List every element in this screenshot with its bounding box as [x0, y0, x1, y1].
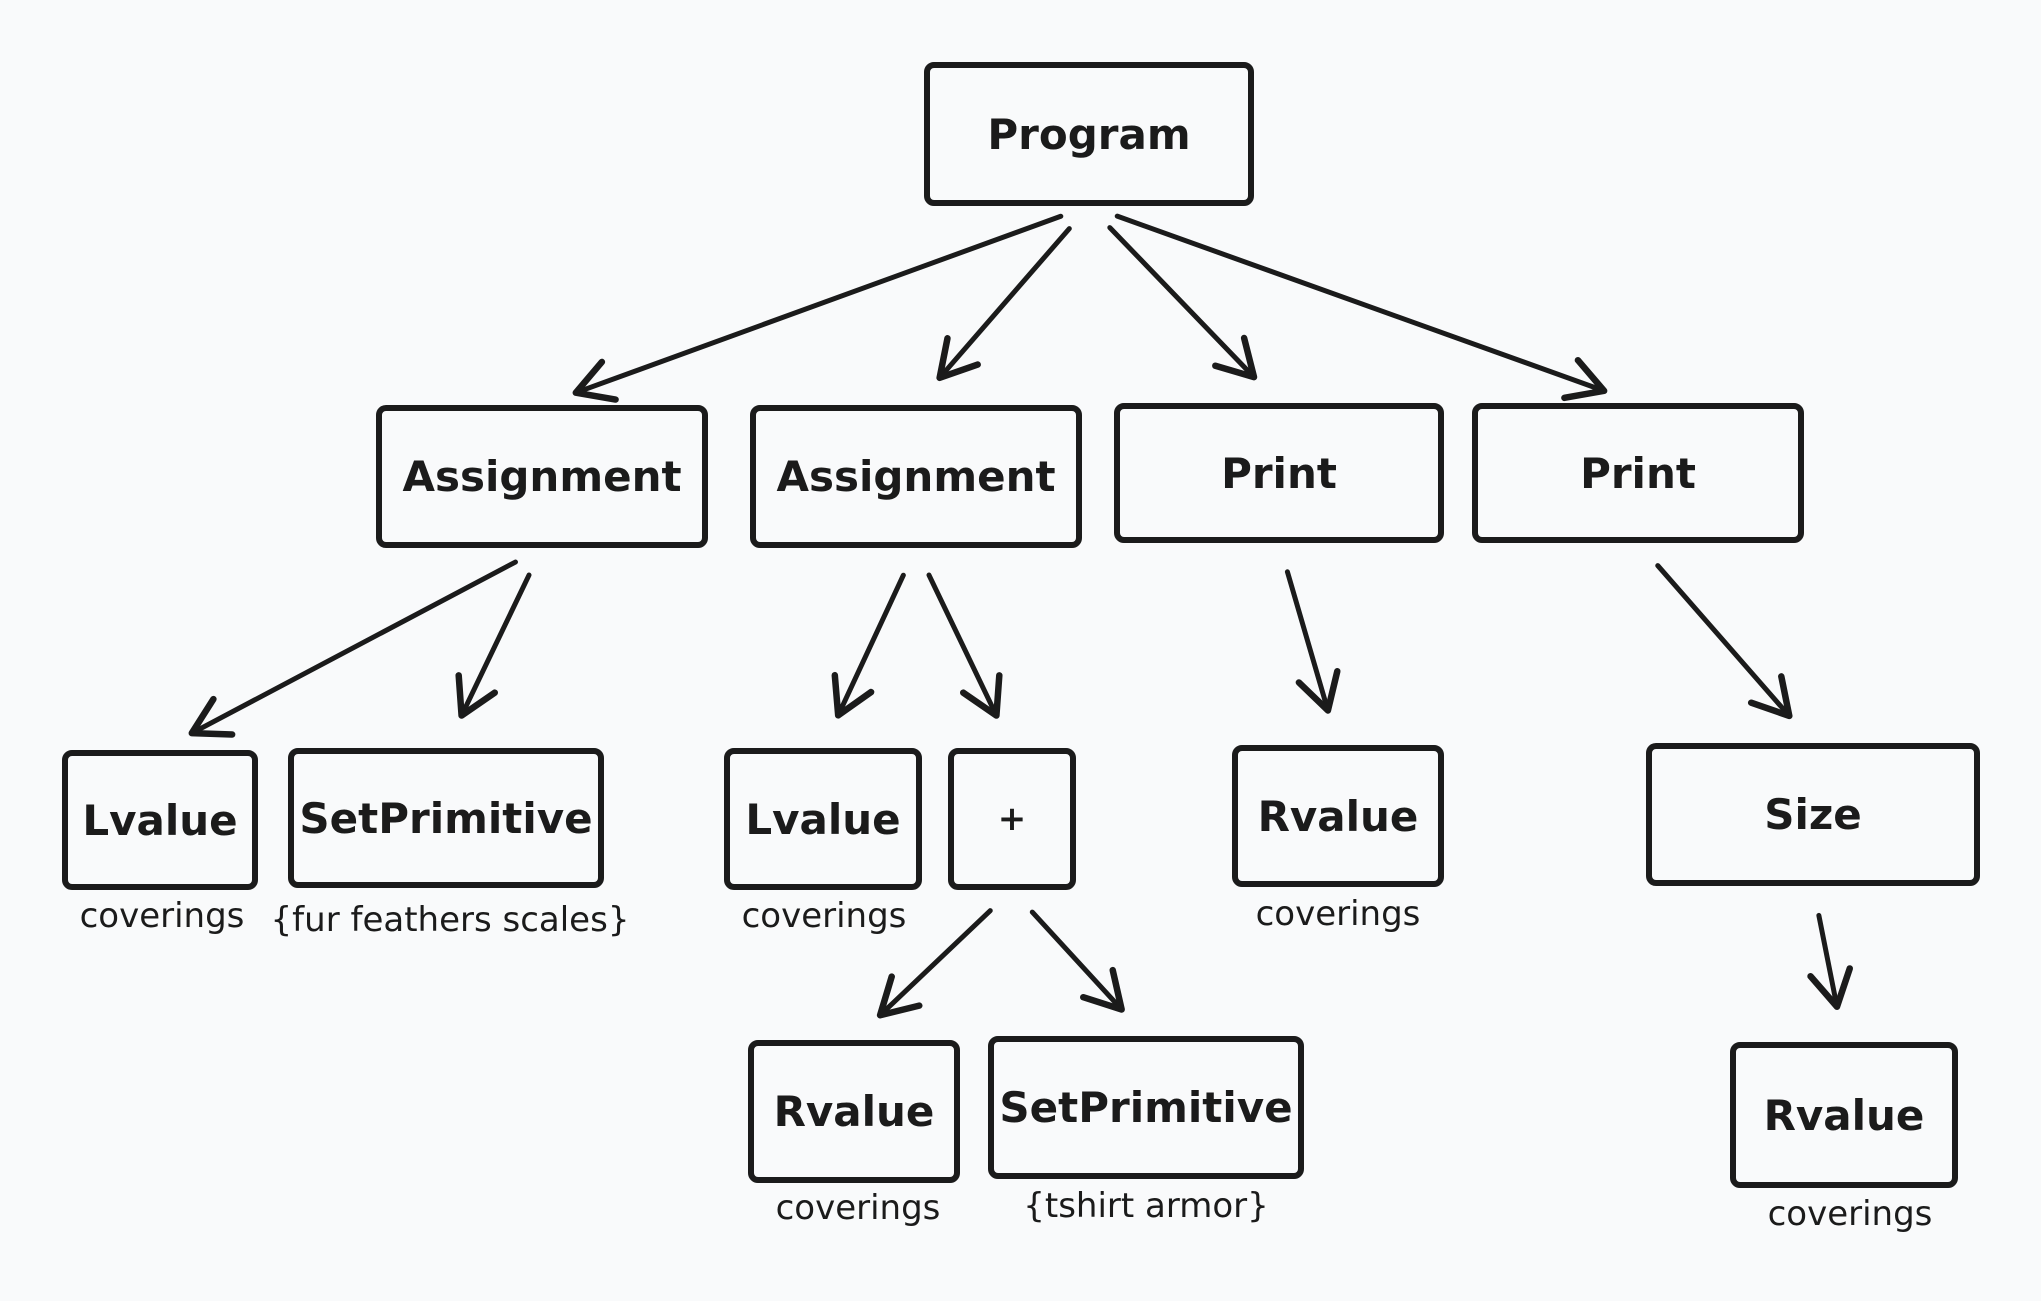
- edge-arrow-assignment_2-to-plus: [926, 572, 1003, 719]
- print-node-2: Print: [1472, 403, 1804, 543]
- rvalue-annotation-1: coverings: [775, 1188, 941, 1228]
- lvalue-label-1: Lvalue: [82, 795, 238, 845]
- edge-arrow-program-to-assignment_2: [936, 226, 1072, 382]
- rvalue-label-1: Rvalue: [773, 1087, 935, 1136]
- program-node: Program: [924, 62, 1254, 206]
- lvalue-annotation-2: coverings: [741, 896, 907, 936]
- edge-arrow-print_2-to-size: [1655, 563, 1793, 720]
- assignment-label-2: Assignment: [776, 452, 1056, 501]
- rvalue-annotation-3: coverings: [1767, 1194, 1933, 1234]
- edge-arrow-plus-to-setprimitive_2: [1029, 909, 1125, 1013]
- edge-arrow-print_1-to-rvalue_2: [1284, 569, 1341, 714]
- edge-arrow-assignment_1-to-setprimitive_1: [455, 572, 532, 719]
- setprimitive-label-1: SetPrimitive: [299, 793, 593, 843]
- rvalue-node-3: Rvalue: [1730, 1042, 1958, 1188]
- edge-arrow-program-to-print_1: [1107, 225, 1258, 381]
- rvalue-label-3: Rvalue: [1763, 1090, 1925, 1140]
- assignment-label-1: Assignment: [402, 452, 682, 501]
- size-node: Size: [1646, 743, 1980, 886]
- lvalue-node-2: Lvalue: [724, 748, 922, 890]
- rvalue-node-1: Rvalue: [748, 1040, 960, 1183]
- rvalue-node-2: Rvalue: [1232, 745, 1444, 887]
- setprimitive-node-1: SetPrimitive: [288, 748, 604, 888]
- edge-arrow-program-to-assignment_1: [572, 213, 1064, 403]
- plus-node: +: [948, 748, 1076, 890]
- lvalue-node-1: Lvalue: [62, 750, 258, 890]
- print-label-1: Print: [1221, 448, 1337, 498]
- program-label: Program: [987, 109, 1191, 159]
- print-label-2: Print: [1580, 448, 1696, 498]
- plus-label: +: [997, 799, 1027, 839]
- edge-arrow-assignment_1-to-lvalue_1: [188, 559, 518, 738]
- print-node-1: Print: [1114, 403, 1444, 543]
- setprimitive-label-2: SetPrimitive: [999, 1083, 1293, 1132]
- rvalue-label-2: Rvalue: [1257, 791, 1419, 841]
- size-label: Size: [1764, 790, 1862, 839]
- lvalue-label-2: Lvalue: [745, 794, 901, 844]
- edge-arrow-program-to-print_2: [1114, 213, 1608, 402]
- edge-arrow-assignment_2-to-lvalue_2: [831, 572, 906, 719]
- assignment-node-2: Assignment: [750, 405, 1082, 548]
- setprimitive-node-2: SetPrimitive: [988, 1036, 1304, 1179]
- assignment-node-1: Assignment: [376, 405, 708, 548]
- lvalue-annotation-1: coverings: [79, 896, 245, 936]
- edge-arrow-plus-to-rvalue_1: [876, 908, 993, 1019]
- rvalue-annotation-2: coverings: [1255, 894, 1421, 934]
- setprimitive-annotation-1: {fur feathers scales}: [270, 900, 630, 940]
- edge-arrow-size-to-rvalue_3: [1807, 912, 1854, 1010]
- setprimitive-annotation-2: {tshirt armor}: [1023, 1186, 1269, 1226]
